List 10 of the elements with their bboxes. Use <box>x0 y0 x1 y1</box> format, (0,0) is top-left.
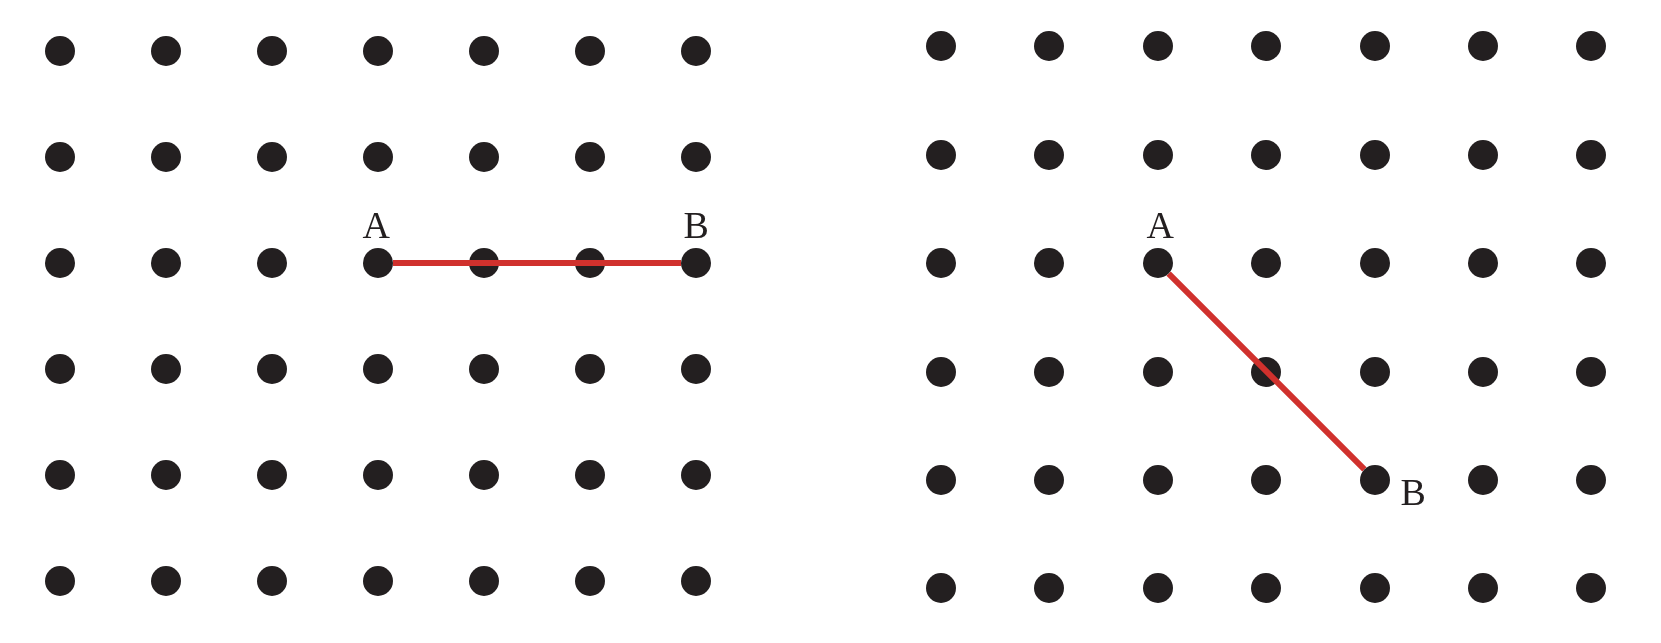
point-dot <box>681 248 711 278</box>
line-segment <box>393 260 681 266</box>
point-dot <box>1143 248 1173 278</box>
line-segment <box>1166 271 1367 472</box>
point-dot <box>363 248 393 278</box>
point-label: A <box>1146 206 1174 244</box>
point-label: B <box>1400 473 1426 511</box>
point-dot <box>1360 465 1390 495</box>
point-label: A <box>362 206 390 244</box>
point-label: B <box>683 206 709 244</box>
